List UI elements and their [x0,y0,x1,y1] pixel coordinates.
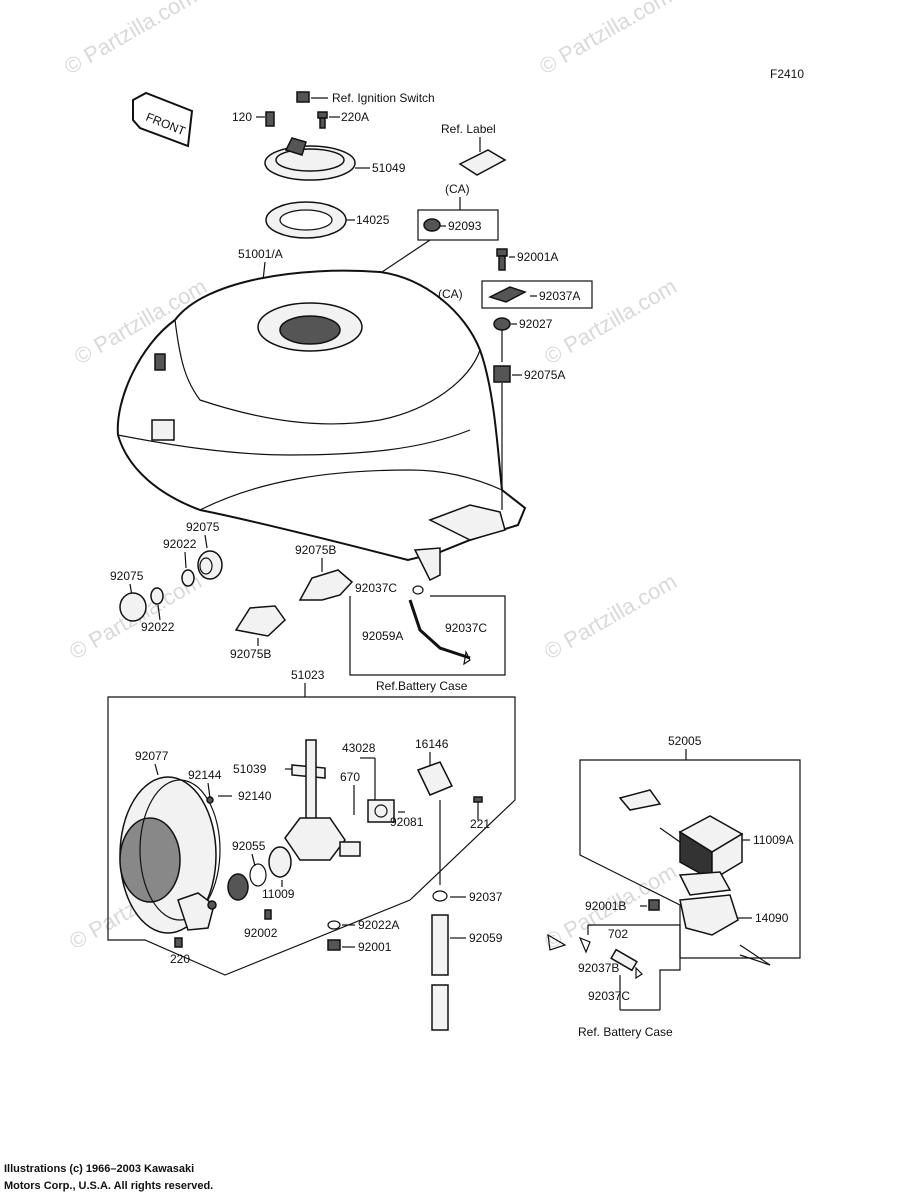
hose-92059 [431,914,449,976]
watermark: © Partzilla.com [535,0,676,79]
ref-ignition-switch-label: Ref. Ignition Switch [332,91,435,105]
brackets-92075b: 92075B 92075B [230,543,354,661]
label-16146: 16146 [415,737,449,751]
label-92075-a: 92075 [186,520,220,534]
label-92001b: 92001B [585,899,626,913]
label-92077: 92077 [135,749,169,763]
label-220: 220 [170,952,190,966]
label-92037c-a: 92037C [355,581,397,595]
label-51001a: 51001/A [238,247,283,261]
fuel-pump-assembly: 11009A 14090 92001B [585,789,793,966]
front-arrow-icon: FRONT [132,91,194,148]
label-92022-a: 92022 [163,537,197,551]
label-92001: 92001 [358,940,392,954]
fuel-cap-51049: 51049 [264,137,406,181]
gasket-14025: 14025 [265,201,390,239]
label-92059a: 92059A [362,629,403,643]
fuel-tank-51001a [116,269,527,582]
fuel-cock-assembly: 92077 92144 92140 51039 43028 670 92081 … [119,737,490,966]
label-52005: 52005 [668,734,702,748]
label-92075-b: 92075 [110,569,144,583]
label-11009a: 11009A [753,833,793,847]
label-92075a: 92075A [524,368,565,382]
label-92037c-b: 92037C [445,621,487,635]
label-14090: 14090 [755,911,789,925]
label-92140: 92140 [238,789,272,803]
label-92144: 92144 [188,768,222,782]
callout-box-92037a [481,280,593,309]
label-ca-2: (CA) [438,287,463,301]
ref-label-text: Ref. Label [441,122,496,136]
bolt-120: 120 [232,110,275,127]
copyright-line-2: Motors Corp., U.S.A. All rights reserved… [4,1180,214,1192]
watermark: © Partzilla.com [60,0,201,79]
label-43028: 43028 [342,741,376,755]
label-120: 120 [232,110,252,124]
assembly-outline-51023 [107,696,516,976]
ref-label-part: Ref. Label [441,122,507,176]
label-92002: 92002 [244,926,278,940]
label-ca-1: (CA) [445,182,470,196]
front-label: FRONT [144,110,188,139]
label-51049: 51049 [372,161,406,175]
label-92027: 92027 [519,317,553,331]
watermark: © Partzilla.com [540,569,681,665]
label-92075b-b: 92075B [230,647,271,661]
label-220a: 220A [341,110,369,124]
ref-battery-case-label-a: Ref.Battery Case [376,679,468,693]
ref-battery-case-group-b: 702 92037B 92037C Ref. Battery Case [547,924,681,1039]
label-92075b-a: 92075B [295,543,336,557]
label-92037b: 92037B [578,961,619,975]
label-92022a: 92022A [358,918,399,932]
label-51023: 51023 [291,668,325,682]
label-670: 670 [340,770,360,784]
label-702: 702 [608,927,628,941]
label-92093: 92093 [448,219,482,233]
label-51039: 51039 [233,762,267,776]
label-92001a: 92001A [517,250,558,264]
label-92037c-c: 92037C [588,989,630,1003]
ref-battery-case-label-b: Ref. Battery Case [578,1025,673,1039]
figure-code: F2410 [770,67,804,81]
dampers: 92075 92022 92075 92022 [110,520,223,634]
label-92037: 92037 [469,890,503,904]
label-92055: 92055 [232,839,266,853]
label-92022-b: 92022 [141,620,175,634]
watermark: © Partzilla.com [540,274,681,370]
label-92081: 92081 [390,815,424,829]
bolt-220a: 220A [317,110,369,129]
label-92037a: 92037A [539,289,580,303]
ref-battery-case-group-a: 92037C 92059A 92037C Ref.Battery Case [349,581,506,693]
callout-box-92093 [417,209,499,241]
label-11009: 11009 [262,887,295,901]
copyright-line-1: Illustrations (c) 1966–2003 Kawasaki [4,1163,195,1175]
ignition-switch-ref: Ref. Ignition Switch [296,91,435,105]
label-14025: 14025 [356,213,390,227]
label-92059: 92059 [469,931,503,945]
label-221: 221 [470,817,490,831]
